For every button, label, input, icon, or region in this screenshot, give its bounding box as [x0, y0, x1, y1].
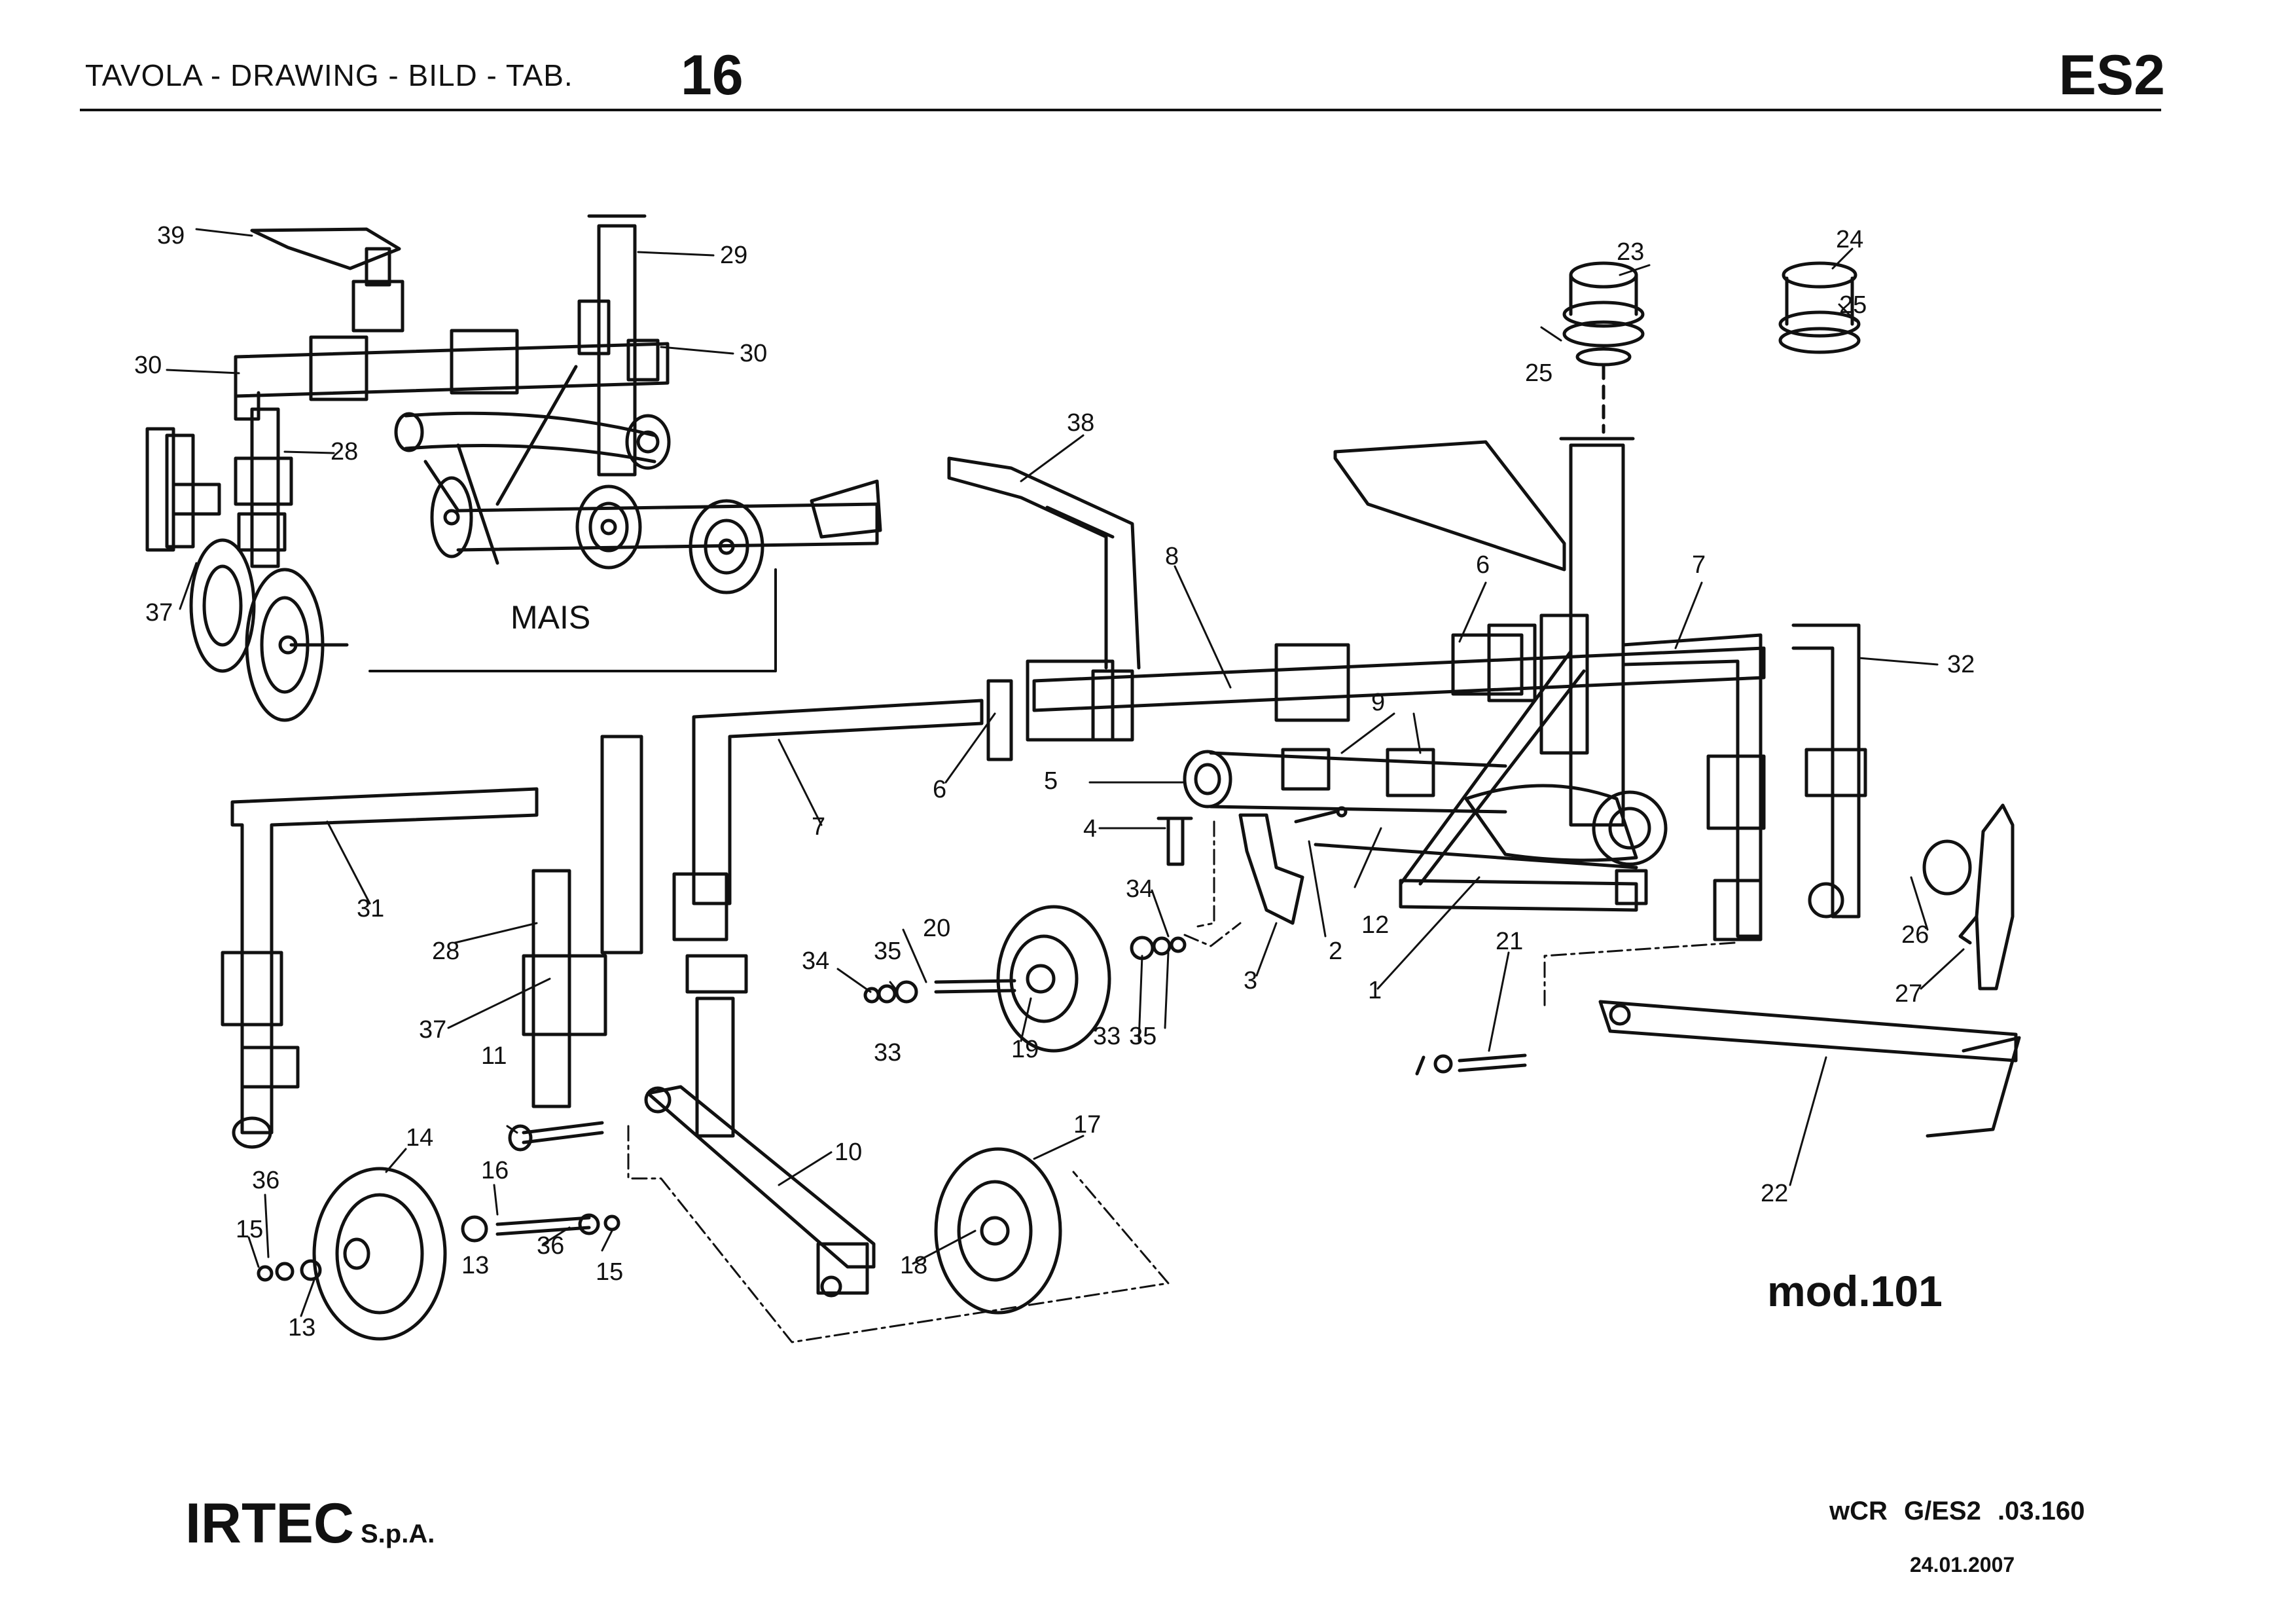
callout-number: 10 — [834, 1139, 862, 1166]
mais-label: MAIS — [511, 599, 590, 636]
callout-number: 36 — [252, 1167, 279, 1194]
callout-number: 5 — [1044, 767, 1058, 795]
callout-number: 14 — [406, 1124, 433, 1152]
callout-number: 17 — [1073, 1111, 1101, 1139]
model-label: mod.101 — [1767, 1267, 1943, 1315]
callout-number: 1 — [1368, 977, 1382, 1004]
document-date: 24.01.2007 — [1910, 1553, 2015, 1577]
model-code: ES2 — [2058, 44, 2165, 107]
callout-number: 6 — [933, 776, 946, 803]
callout-number: 22 — [1761, 1180, 1788, 1207]
callout-number: 13 — [461, 1252, 489, 1279]
callout-number: 33 — [874, 1039, 901, 1067]
callout-number: 15 — [236, 1216, 263, 1243]
callout-number: 30 — [134, 352, 162, 379]
callout-number: 27 — [1895, 980, 1922, 1008]
callout-number: 15 — [596, 1258, 623, 1286]
callout-number: 24 — [1836, 226, 1863, 253]
mais-inset-assembly — [145, 214, 882, 722]
callout-number: 34 — [802, 947, 829, 975]
company-suffix: S.p.A. — [361, 1520, 435, 1548]
callout-number: 23 — [1617, 238, 1644, 266]
callout-number: 7 — [812, 813, 825, 841]
callout-number: 13 — [288, 1314, 315, 1341]
header-label: TAVOLA - DRAWING - BILD - TAB. — [85, 58, 573, 92]
main-assembly — [947, 437, 1867, 941]
assembly-guide-lines — [627, 820, 1736, 1343]
tube-stack-23-25 — [1562, 261, 1861, 434]
callout-number: 2 — [1329, 938, 1342, 965]
callout-number: 37 — [145, 599, 173, 627]
callout-number: 20 — [923, 915, 950, 942]
callout-number: 6 — [1476, 551, 1490, 579]
callout-number: 8 — [1165, 543, 1179, 570]
callout-number: 7 — [1692, 551, 1706, 579]
table-number: 16 — [681, 44, 744, 107]
callout-number: 16 — [481, 1157, 509, 1184]
callout-number: 26 — [1901, 921, 1929, 949]
callout-number: 30 — [740, 340, 767, 367]
callout-number: 21 — [1496, 928, 1523, 955]
callout-number: 36 — [537, 1232, 564, 1260]
callout-number: 4 — [1083, 815, 1097, 843]
callout-number: 35 — [1129, 1023, 1157, 1050]
callout-number: 39 — [157, 222, 185, 249]
callout-number: 25 — [1525, 359, 1552, 387]
callout-number: 9 — [1371, 689, 1385, 716]
drawbar-and-lock — [1598, 803, 2021, 1138]
callout-number: 12 — [1361, 911, 1389, 939]
callout-number: 28 — [432, 938, 459, 965]
callout-number: 25 — [1839, 291, 1867, 319]
left-frames — [221, 679, 1013, 1298]
callout-number: 33 — [1093, 1023, 1121, 1050]
callout-number: 37 — [419, 1016, 446, 1044]
callout-number: 34 — [1126, 875, 1153, 903]
document-code: wCR G/ES2 .03.160 — [1829, 1497, 2085, 1525]
callout-number: 19 — [1011, 1036, 1039, 1063]
callout-number: 11 — [481, 1042, 507, 1070]
callout-number: 3 — [1244, 967, 1257, 994]
callout-number: 29 — [720, 242, 747, 269]
callout-number: 35 — [874, 938, 901, 965]
callout-number: 32 — [1947, 651, 1975, 678]
header-rule — [80, 109, 2161, 111]
callout-number: 18 — [900, 1252, 927, 1279]
leader-lines — [166, 228, 1965, 1317]
callout-number: 38 — [1067, 409, 1094, 437]
wheels — [257, 905, 1527, 1341]
callout-number: 28 — [331, 438, 358, 465]
callout-number: 31 — [357, 895, 384, 922]
